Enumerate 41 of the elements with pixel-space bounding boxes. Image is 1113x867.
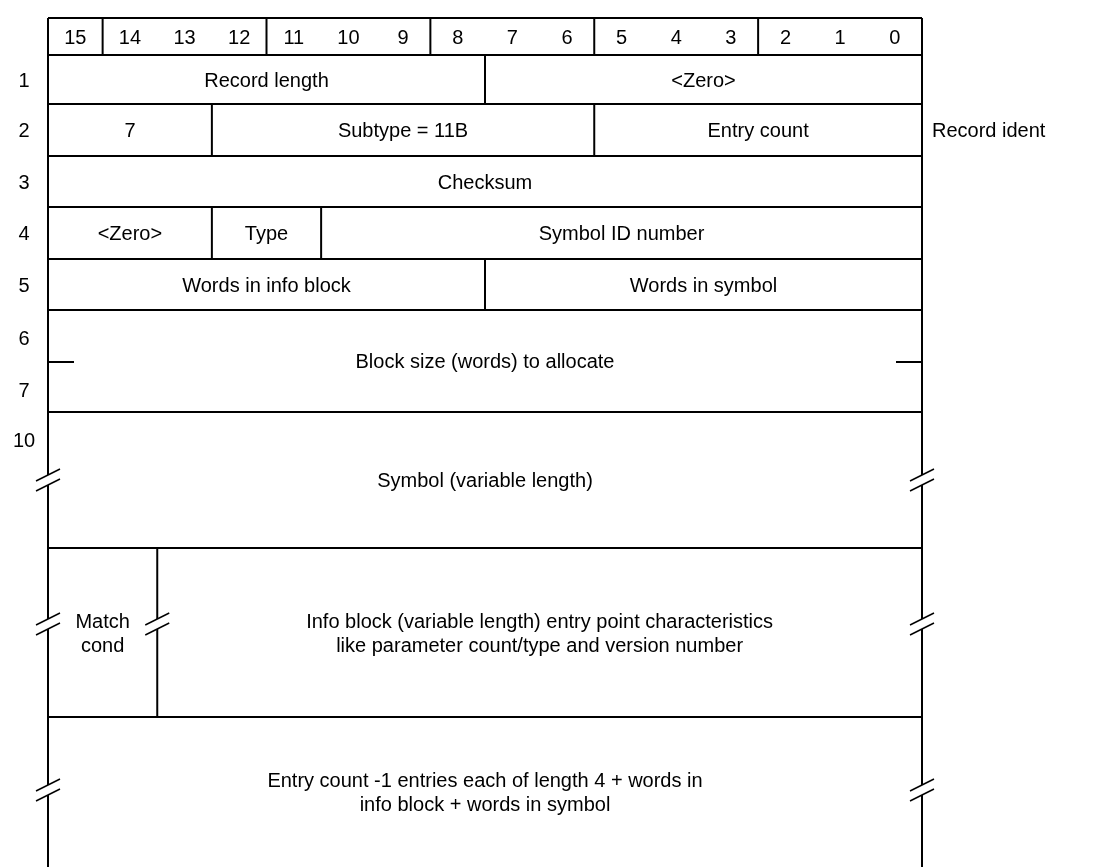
row-number: 4 xyxy=(18,221,30,245)
field-label: <Zero> xyxy=(671,67,736,92)
row-number: 10 xyxy=(12,428,36,452)
row-number: 7 xyxy=(18,378,30,402)
field-label: Info block (variable length) entry point characteristics like parameter count/type and version number xyxy=(305,608,775,657)
bit-number: 11 xyxy=(283,24,305,49)
field-label: 7 xyxy=(124,118,136,142)
bit-number: 1 xyxy=(834,24,846,49)
field-label: Block size (words) to allocate xyxy=(355,349,615,373)
row-number: 5 xyxy=(18,272,30,297)
field-label: Type xyxy=(244,221,289,245)
bit-number: 0 xyxy=(889,24,901,49)
bit-number: 8 xyxy=(452,24,464,49)
field-label: Words in info block xyxy=(182,272,351,297)
field-label: Match cond xyxy=(74,608,131,657)
bit-number: 12 xyxy=(228,24,251,49)
bit-number: 13 xyxy=(173,24,196,49)
bit-number: 15 xyxy=(64,24,87,49)
row-number: 1 xyxy=(18,67,30,92)
field-label: <Zero> xyxy=(97,221,163,245)
field-label: Entry count -1 entries each of length 4 + words in info block + words in symbol xyxy=(266,768,704,816)
field-label: Symbol ID number xyxy=(538,221,705,245)
field-label: Symbol (variable length) xyxy=(377,468,593,492)
field-label: Subtype = 11B xyxy=(337,118,469,142)
field-label: Checksum xyxy=(437,169,533,194)
bit-number: 3 xyxy=(725,24,737,49)
bit-number: 2 xyxy=(779,24,791,49)
bit-number: 7 xyxy=(506,24,518,49)
bit-number: 14 xyxy=(118,24,142,49)
field-label: Entry count xyxy=(707,118,809,142)
bit-number: 5 xyxy=(616,24,628,49)
bit-number: 10 xyxy=(337,24,360,49)
field-label: Words in symbol xyxy=(629,272,778,297)
row-number: 3 xyxy=(18,169,30,194)
bit-number: 6 xyxy=(561,24,573,49)
bit-number: 9 xyxy=(397,24,409,49)
side-note: Record ident xyxy=(932,118,1046,142)
row-number: 6 xyxy=(18,326,30,350)
row-number: 2 xyxy=(18,118,30,142)
field-label: Record length xyxy=(204,67,329,92)
bit-number: 4 xyxy=(670,24,682,49)
